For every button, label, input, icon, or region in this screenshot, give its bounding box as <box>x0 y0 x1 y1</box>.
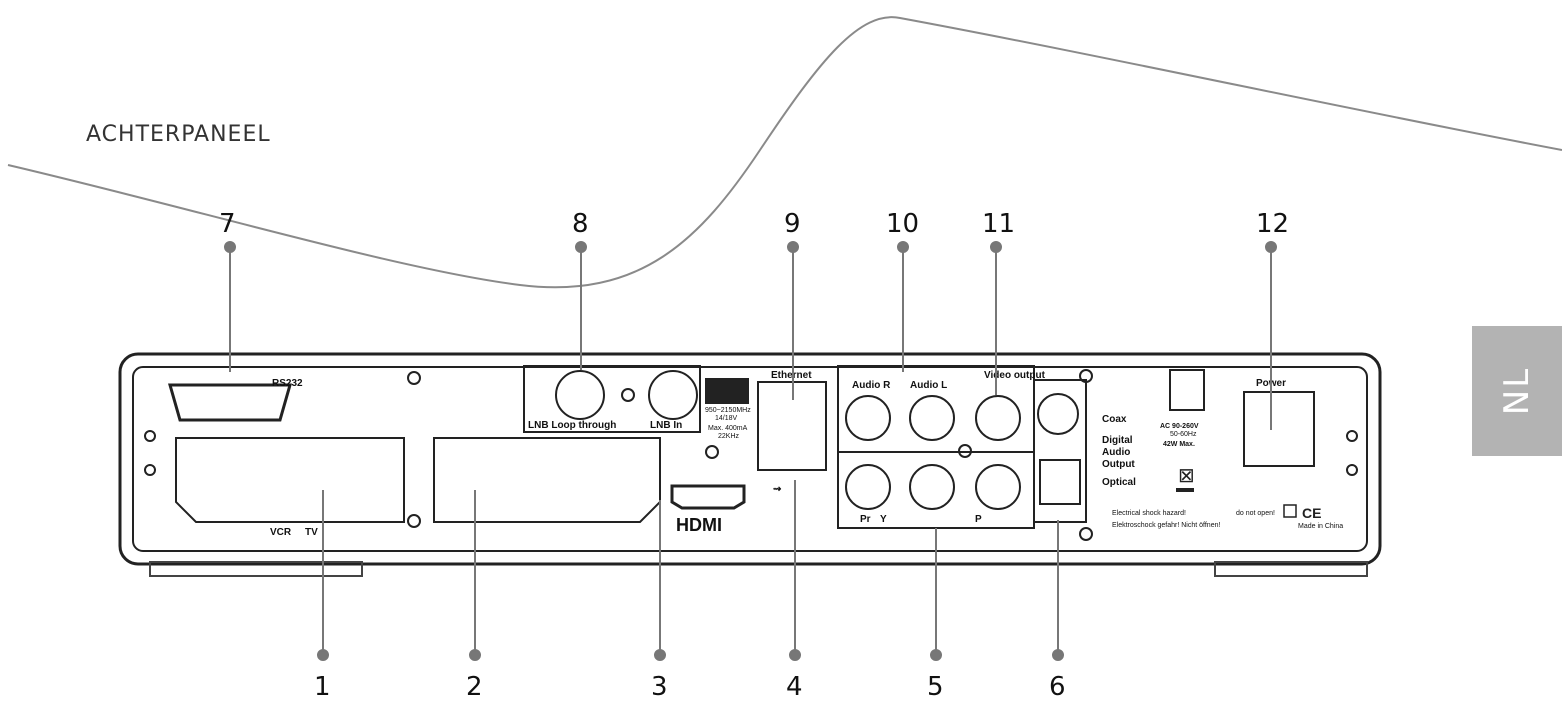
pr-label: Pr <box>860 514 871 525</box>
callout-5: 5 <box>927 672 944 702</box>
screws <box>144 369 1358 541</box>
weee-bin-icon: ⊠ <box>1178 465 1195 487</box>
callout-9: 9 <box>784 209 801 239</box>
ac-label: AC 90-260V <box>1160 423 1199 430</box>
audio-l-label: Audio L <box>910 380 947 391</box>
rs232-port: RS232 <box>168 378 303 422</box>
foot-right <box>1214 561 1368 577</box>
made-in-label: Made in China <box>1298 523 1343 530</box>
callout-lines <box>224 241 1277 661</box>
callout-4: 4 <box>786 672 803 702</box>
tv-label: TV <box>305 527 318 538</box>
coax-label: Coax <box>1102 414 1127 425</box>
decorative-swoosh <box>7 16 1562 289</box>
scart-2 <box>433 437 661 523</box>
warning-2: Elektroschock gefahr! Nicht öffnen! <box>1112 522 1220 529</box>
section-title: ACHTERPANEEL <box>86 122 271 147</box>
callout-10: 10 <box>886 209 919 239</box>
foot-left <box>149 561 363 577</box>
y-label: Y <box>880 514 887 525</box>
output-label: Output <box>1102 459 1135 470</box>
hdmi-port: HDMI <box>670 484 746 535</box>
audio-r-label: Audio R <box>852 380 891 391</box>
digital-audio-block: Coax Digital Audio Output Optical <box>1033 379 1136 523</box>
callout-numbers: 7 8 9 10 11 12 1 2 3 4 5 6 <box>219 209 1289 702</box>
callout-6: 6 <box>1049 672 1066 702</box>
callout-8: 8 <box>572 209 589 239</box>
p-label: P <box>975 514 982 525</box>
warning-1: Electrical shock hazard! <box>1112 510 1186 517</box>
watt-label: 42W Max. <box>1163 441 1195 448</box>
panel-inner <box>132 366 1368 552</box>
lnb-volt: 14/18V <box>715 415 738 422</box>
language-tab[interactable]: NL <box>1472 326 1562 456</box>
lnb-in-label: LNB In <box>650 420 682 431</box>
ethernet-label: Ethernet <box>771 370 812 381</box>
digital-label: Digital <box>1102 435 1133 446</box>
audio-label: Audio <box>1102 447 1130 458</box>
lnb-loop-label: LNB Loop through <box>528 420 616 431</box>
usb-icon: ⇝ <box>773 484 782 495</box>
hz-label: 50-60Hz <box>1170 431 1197 438</box>
ce-mark: CE <box>1302 505 1321 521</box>
scart-vcr-tv: VCR TV <box>175 437 405 538</box>
callout-3: 3 <box>651 672 668 702</box>
lnb-block: LNB Loop through LNB In 950~2150MHz 14/1… <box>523 365 751 459</box>
hdmi-logo: HDMI <box>676 515 722 535</box>
power-block: AC 90-260V 50-60Hz 42W Max. ⊠ Power Elec… <box>1112 369 1343 530</box>
lnb-logo <box>705 378 749 404</box>
lnb-max: Max. 400mA <box>708 425 748 432</box>
callout-11: 11 <box>982 209 1015 239</box>
vcr-label: VCR <box>270 527 292 538</box>
callout-2: 2 <box>466 672 483 702</box>
warning-3: do not open! <box>1236 510 1275 517</box>
lnb-freq: 950~2150MHz <box>705 407 751 414</box>
callout-7: 7 <box>219 209 236 239</box>
callout-12: 12 <box>1256 209 1289 239</box>
video-output-label: Video output <box>984 370 1046 381</box>
lnb-khz: 22KHz <box>718 433 740 440</box>
rs232-label: RS232 <box>272 378 303 389</box>
callout-1: 1 <box>314 672 331 702</box>
optical-label: Optical <box>1102 477 1136 488</box>
